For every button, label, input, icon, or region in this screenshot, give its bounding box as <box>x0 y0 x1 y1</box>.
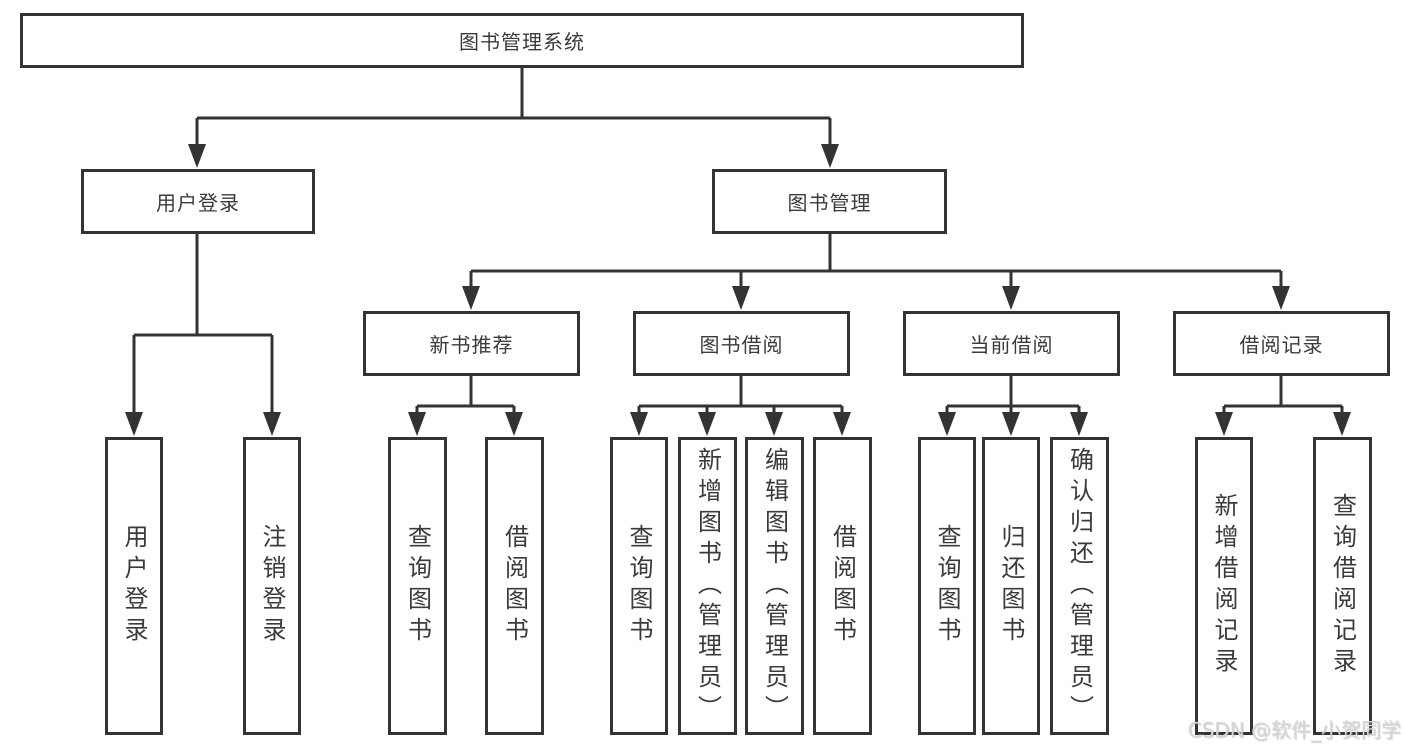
leaf-query-book-borrowing-label: 查询图书 <box>625 524 653 648</box>
node-current-borrowing: 当前借阅 <box>903 311 1120 376</box>
node-user-login: 用户登录 <box>81 169 315 234</box>
node-new-book-recommend: 新书推荐 <box>363 311 580 376</box>
leaf-return-book: 归还图书 <box>982 437 1040 735</box>
leaf-borrow-book-recommend-label: 借阅图书 <box>500 524 529 648</box>
leaf-borrow-book: 借阅图书 <box>813 437 872 735</box>
leaf-query-borrow-record-label: 查询借阅记录 <box>1328 493 1357 679</box>
leaf-logout: 注销登录 <box>243 437 301 735</box>
node-book-management: 图书管理 <box>712 169 947 234</box>
node-user-login-label: 用户登录 <box>156 191 240 215</box>
leaf-user-login: 用户登录 <box>105 437 163 735</box>
leaf-user-login-label: 用户登录 <box>120 524 148 648</box>
node-book-borrowing-label: 图书借阅 <box>699 333 784 357</box>
leaf-logout-label: 注销登录 <box>258 524 286 648</box>
leaf-borrow-book-label: 借阅图书 <box>828 524 857 648</box>
node-root-system-label: 图书管理系统 <box>459 30 585 54</box>
leaf-query-borrow-record: 查询借阅记录 <box>1313 437 1372 735</box>
leaf-edit-book-admin: 编辑图书（管理员） <box>745 437 804 735</box>
csdn-watermark: CSDN @软件_小贺同学 <box>1187 718 1401 742</box>
leaf-query-book-current: 查询图书 <box>918 437 976 735</box>
leaf-query-book-recommend-label: 查询图书 <box>403 524 432 648</box>
arrowhead-group <box>125 144 1351 436</box>
leaf-add-borrow-record: 新增借阅记录 <box>1195 437 1253 735</box>
leaf-query-book-borrowing: 查询图书 <box>610 437 668 735</box>
node-borrow-records: 借阅记录 <box>1173 311 1390 376</box>
leaf-query-book-recommend: 查询图书 <box>388 437 447 735</box>
leaf-query-book-current-label: 查询图书 <box>933 524 961 648</box>
leaf-borrow-book-recommend: 借阅图书 <box>485 437 544 735</box>
node-new-book-recommend-label: 新书推荐 <box>429 333 514 357</box>
node-root-system: 图书管理系统 <box>20 13 1024 68</box>
node-book-management-label: 图书管理 <box>787 191 872 215</box>
leaf-add-book-admin-label: 新增图书（管理员） <box>693 446 722 726</box>
node-current-borrowing-label: 当前借阅 <box>969 333 1054 357</box>
leaf-confirm-return-admin-label: 确认归还（管理员） <box>1065 446 1094 726</box>
node-borrow-records-label: 借阅记录 <box>1239 333 1324 357</box>
node-book-borrowing: 图书借阅 <box>633 311 850 376</box>
leaf-add-book-admin: 新增图书（管理员） <box>678 437 737 735</box>
leaf-confirm-return-admin: 确认归还（管理员） <box>1050 437 1109 735</box>
leaf-edit-book-admin-label: 编辑图书（管理员） <box>760 446 789 726</box>
leaf-add-borrow-record-label: 新增借阅记录 <box>1210 493 1238 679</box>
leaf-return-book-label: 归还图书 <box>997 524 1025 648</box>
